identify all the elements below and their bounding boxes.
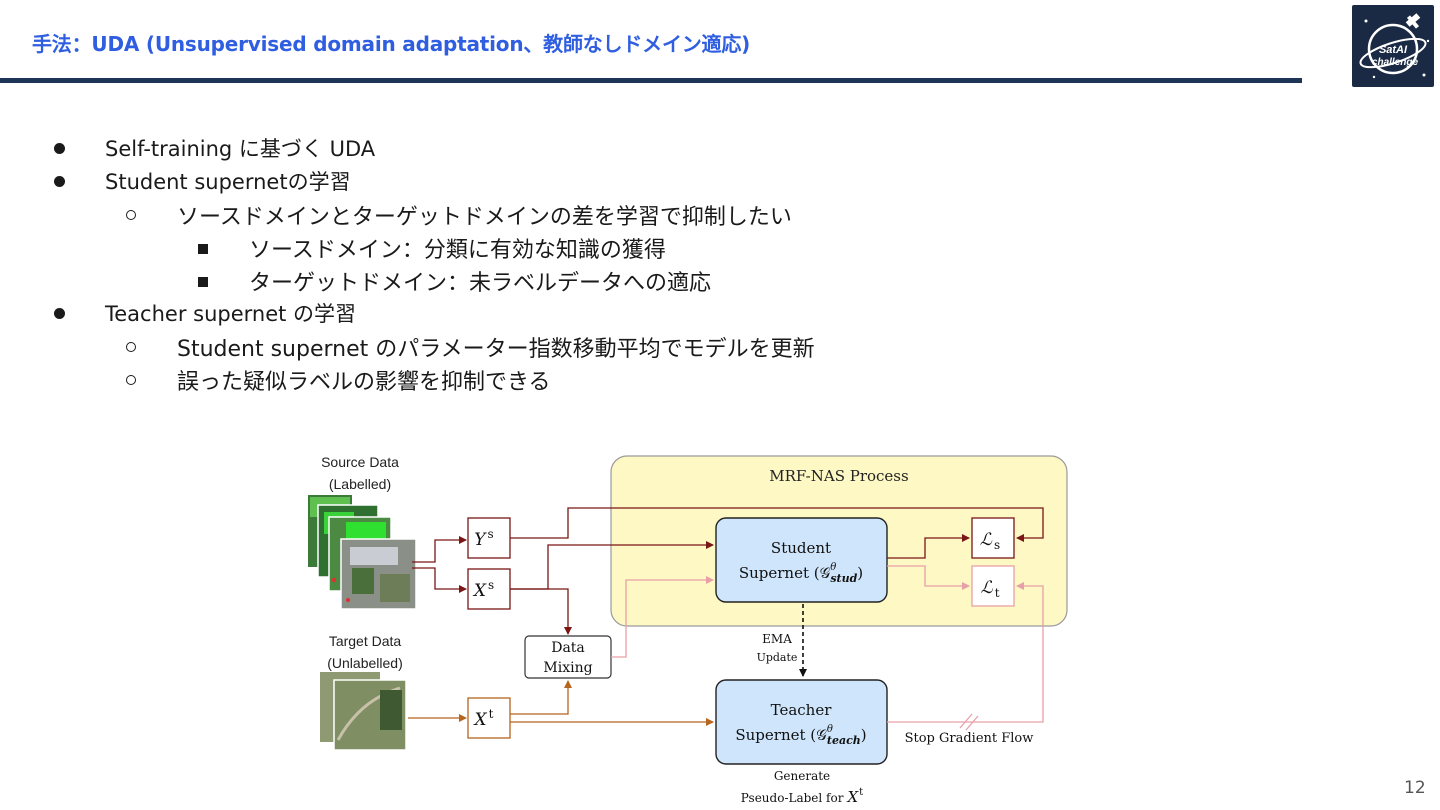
ys-sup: s <box>488 527 494 541</box>
title-rule <box>0 78 1302 83</box>
bullet-item: 誤った疑似ラベルの影響を抑制できる <box>126 364 551 396</box>
bullet-item: Self-training に基づく UDA <box>54 133 376 163</box>
bullet-square-icon <box>198 244 208 254</box>
xt-label: X <box>473 710 488 730</box>
ys-label: Y <box>474 530 487 550</box>
generate-label: Generate <box>774 769 830 783</box>
stop-gradient-icon <box>959 713 979 731</box>
bullet-text: 誤った疑似ラベルの影響を抑制できる <box>177 370 551 395</box>
bullet-text: Student supernetの学習 <box>105 170 351 194</box>
student-supernet-box <box>715 517 888 603</box>
loss-t-label: ℒ <box>980 578 993 598</box>
xt-sup: t <box>489 707 494 721</box>
teacher-theta: θ <box>827 724 833 735</box>
svg-text:challenge: challenge <box>1372 57 1419 68</box>
bullet-circle-icon <box>126 342 136 352</box>
page-number: 12 <box>1404 778 1426 798</box>
satellite-logo-icon: SatAI challenge <box>1352 5 1434 87</box>
bullet-text: Self-training に基づく UDA <box>105 137 376 161</box>
loss-s-sub: s <box>994 538 1000 552</box>
bullet-item: Teacher supernet の学習 <box>54 298 357 328</box>
target-images <box>320 672 407 751</box>
data-mixing-label-2: Mixing <box>543 660 592 676</box>
bullet-square-icon <box>198 277 208 287</box>
bullet-item: Student supernet のパラメーター指数移動平均でモデルを更新 <box>126 331 815 363</box>
student-formula: Supernet (𝒢 <box>739 564 831 582</box>
bullet-item: Student supernetの学習 <box>54 166 351 196</box>
source-images <box>308 495 417 610</box>
student-theta: θ <box>830 562 836 573</box>
stop-gradient-label: Stop Gradient Flow <box>905 731 1034 746</box>
student-close: ) <box>857 564 863 582</box>
bullet-dot-icon <box>54 176 65 187</box>
teacher-supernet-box <box>715 679 888 765</box>
target-label-sub: (Unlabelled) <box>327 655 402 671</box>
svg-text:Xt: Xt <box>473 707 494 730</box>
bullet-circle-icon <box>126 210 136 220</box>
loss-t-sub: t <box>995 586 1000 600</box>
svg-text:ℒt: ℒt <box>980 578 999 600</box>
bullet-item: ターゲットドメイン：未ラベルデータへの適応 <box>198 265 712 297</box>
data-mixing-label: Data <box>551 640 585 656</box>
process-title: MRF-NAS Process <box>769 467 908 485</box>
ema-label-2: Update <box>757 651 798 664</box>
bullet-circle-icon <box>126 375 136 385</box>
target-label: Target Data <box>329 633 402 649</box>
uda-diagram: MRF-NAS Process Source Data (Labelled) T… <box>308 454 1068 806</box>
teacher-sub: teach <box>827 734 861 747</box>
teacher-close: ) <box>861 726 867 744</box>
bullet-item: ソースドメイン：分類に有効な知識の獲得 <box>198 232 666 264</box>
loss-s-label: ℒ <box>980 530 993 550</box>
generate-sup: t <box>859 787 863 798</box>
bullet-dot-icon <box>54 143 65 154</box>
bullet-text: ターゲットドメイン：未ラベルデータへの適応 <box>249 271 712 296</box>
xs-sup: s <box>488 578 494 592</box>
ema-label: EMA <box>762 632 792 646</box>
loss-t-box <box>971 565 1015 607</box>
source-label-sub: (Labelled) <box>329 476 391 492</box>
bullet-dot-icon <box>54 308 65 319</box>
student-label: Student <box>771 539 831 557</box>
loss-s-box <box>971 517 1015 559</box>
svg-text:Ys: Ys <box>474 527 493 550</box>
generate-label-2: Pseudo-Label for <box>741 791 844 805</box>
bullet-text: ソースドメインとターゲットドメインの差を学習で抑制したい <box>177 205 792 230</box>
svg-text:ℒs: ℒs <box>980 530 1000 552</box>
slide-title: 手法：UDA (Unsupervised domain adaptation、教… <box>32 32 751 56</box>
bullet-text: Teacher supernet の学習 <box>105 302 357 326</box>
bullet-text: ソースドメイン：分類に有効な知識の獲得 <box>249 238 666 263</box>
student-sub: stud <box>830 572 857 585</box>
bullet-text: Student supernet のパラメーター指数移動平均でモデルを更新 <box>177 337 815 362</box>
xs-box <box>467 568 511 610</box>
teacher-formula: Supernet (𝒢 <box>735 726 827 744</box>
svg-text:SatAI: SatAI <box>1379 44 1408 56</box>
source-label: Source Data <box>321 454 399 470</box>
svg-text:Xs: Xs <box>472 578 494 601</box>
bullet-item: ソースドメインとターゲットドメインの差を学習で抑制したい <box>126 199 792 231</box>
generate-x: X <box>846 788 859 806</box>
xt-box <box>467 697 511 739</box>
xs-label: X <box>472 581 487 601</box>
teacher-label: Teacher <box>771 701 833 719</box>
